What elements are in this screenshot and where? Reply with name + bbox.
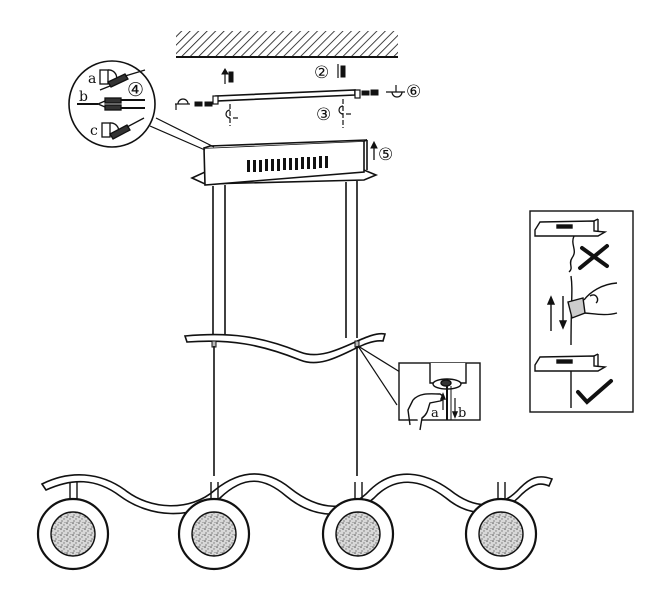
step-2-label: ②: [314, 63, 329, 83]
globe-2: [177, 482, 251, 571]
wiring-detail-bubble: [68, 60, 215, 151]
canopy-vents: [247, 156, 328, 172]
step-5-arrow: [370, 140, 378, 160]
wiring-label-b: b: [79, 89, 88, 105]
step-6-label: ⑥: [406, 82, 421, 102]
bracket-screw-left: [225, 104, 238, 126]
globe-1: [36, 482, 110, 571]
side-screw-left: [175, 98, 213, 110]
adjust-label-a: a: [431, 406, 439, 421]
check-icon: [576, 379, 613, 405]
bottom-wave-bar: [40, 473, 554, 515]
suspension-cables: [213, 346, 358, 476]
wiring-connectors: [77, 69, 146, 140]
globe-4: [464, 482, 538, 571]
upper-rods: [212, 181, 358, 338]
height-adjust-detail: [357, 345, 481, 431]
bracket-screw-right: [338, 99, 351, 128]
side-screw-right: [361, 85, 405, 98]
ceiling-screw-right: [337, 64, 346, 78]
adjust-label-b: b: [458, 406, 466, 421]
globe-3: [321, 482, 395, 571]
step-3-label: ③: [316, 105, 331, 125]
middle-wave-bar: [183, 332, 387, 364]
cross-icon: [578, 244, 609, 270]
wiring-label-a: a: [88, 71, 96, 87]
cable-tip-panel: [529, 210, 634, 413]
wiring-label-c: c: [90, 123, 98, 139]
ceiling-screw-left: [221, 68, 234, 84]
mounting-bracket: [212, 89, 361, 105]
ceiling: [176, 31, 398, 58]
step-4-label: ④: [127, 79, 144, 101]
step-5-label: ⑤: [378, 145, 393, 165]
